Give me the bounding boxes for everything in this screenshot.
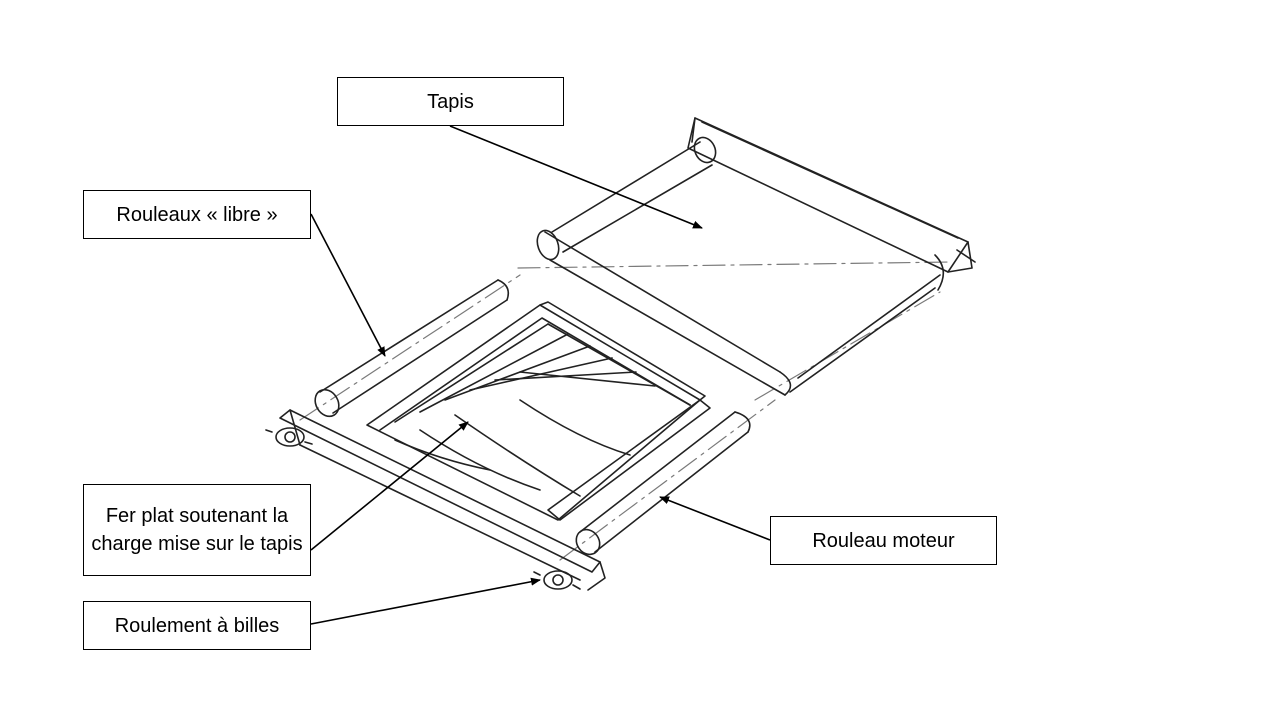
free-roller [299,274,521,421]
ball-bearing-far [533,570,581,590]
arrow-fer-plat [310,421,469,551]
label-rouleau-moteur-text: Rouleau moteur [812,529,955,552]
label-fer-plat-text: Fer plat soutenant la charge mise sur le… [91,505,303,555]
side-rail [279,409,606,591]
arrow-roulement [310,577,541,625]
label-rouleaux-libre-text: Rouleaux « libre » [116,203,278,226]
arrow-rouleaux [310,213,386,357]
arrow-tapis [449,125,703,229]
label-roulement: Roulement à billes [83,601,311,650]
label-roulement-text: Roulement à billes [114,614,280,637]
label-tapis: Tapis [337,77,564,126]
motor-roller [559,399,776,561]
label-rouleaux-libre: Rouleaux « libre » [83,190,311,239]
label-fer-plat: Fer plat soutenant la charge mise sur le… [83,484,311,576]
frame-flat-irons [366,301,711,521]
label-tapis-text: Tapis [427,90,474,113]
belt-tapis [517,136,951,401]
arrow-moteur [659,496,771,541]
end-beam [687,117,976,273]
label-rouleau-moteur: Rouleau moteur [770,516,997,565]
ball-bearing-near [265,427,313,447]
